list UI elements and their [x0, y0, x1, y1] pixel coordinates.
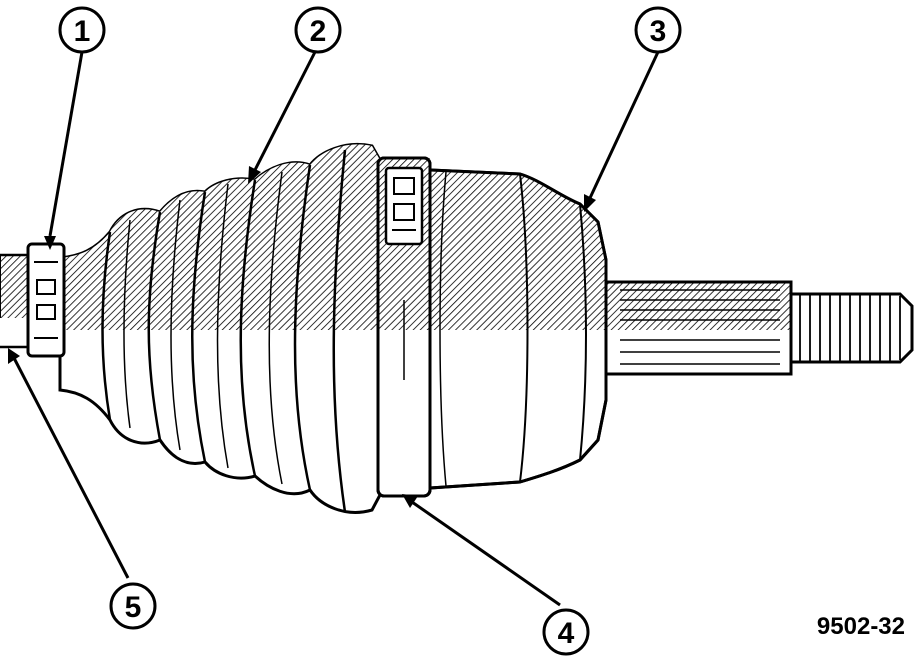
leader-lines	[8, 51, 660, 607]
arrowhead-5	[8, 348, 20, 364]
arrowhead-1	[44, 236, 56, 250]
callout-2: 2	[294, 6, 342, 54]
large-boot-clamp	[376, 156, 432, 498]
callout-number: 2	[310, 15, 327, 48]
leader-1	[48, 51, 84, 237]
callout-3: 3	[634, 6, 682, 54]
callout-number: 3	[650, 15, 667, 48]
callout-number: 1	[74, 15, 91, 48]
leader-3	[588, 51, 660, 199]
leader-4	[411, 500, 561, 607]
callout-4: 4	[542, 608, 590, 656]
callout-number: 4	[558, 617, 575, 650]
leader-5	[12, 357, 130, 579]
stub-shaft	[604, 280, 914, 376]
callout-5: 5	[109, 582, 157, 630]
leader-2	[253, 51, 317, 171]
callout-number: 5	[125, 591, 142, 624]
cv-boot	[58, 142, 382, 514]
figure-id-label: 9502-32	[817, 613, 905, 640]
arrowhead-2	[248, 166, 261, 184]
arrowhead-4	[402, 494, 418, 508]
arrowhead-3	[584, 194, 596, 212]
callout-1: 1	[58, 6, 106, 54]
small-boot-clamp	[26, 242, 66, 358]
cv-joint-housing	[428, 168, 608, 490]
